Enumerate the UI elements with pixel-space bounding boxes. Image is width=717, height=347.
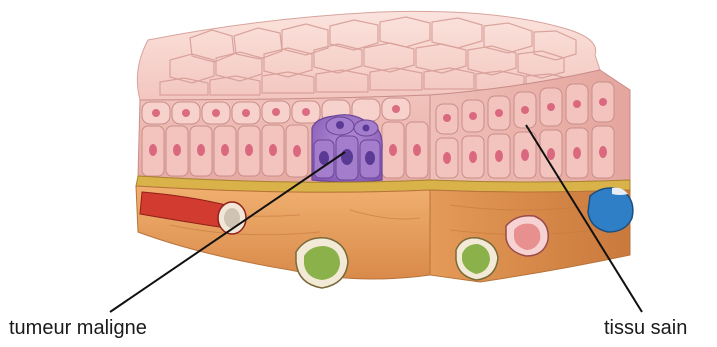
label-malignant-tumor: tumeur maligne [9, 318, 147, 338]
blood-vessel-green-left [296, 238, 348, 288]
connective-tissue [136, 186, 630, 282]
epithelium-front-face [138, 95, 430, 182]
blood-vessel-pink [506, 216, 548, 256]
label-healthy-tissue: tissu sain [604, 318, 687, 338]
blood-vessel-blue [588, 188, 633, 232]
blood-vessel-green-right [456, 238, 498, 280]
malignant-tumor-cells [312, 115, 382, 182]
